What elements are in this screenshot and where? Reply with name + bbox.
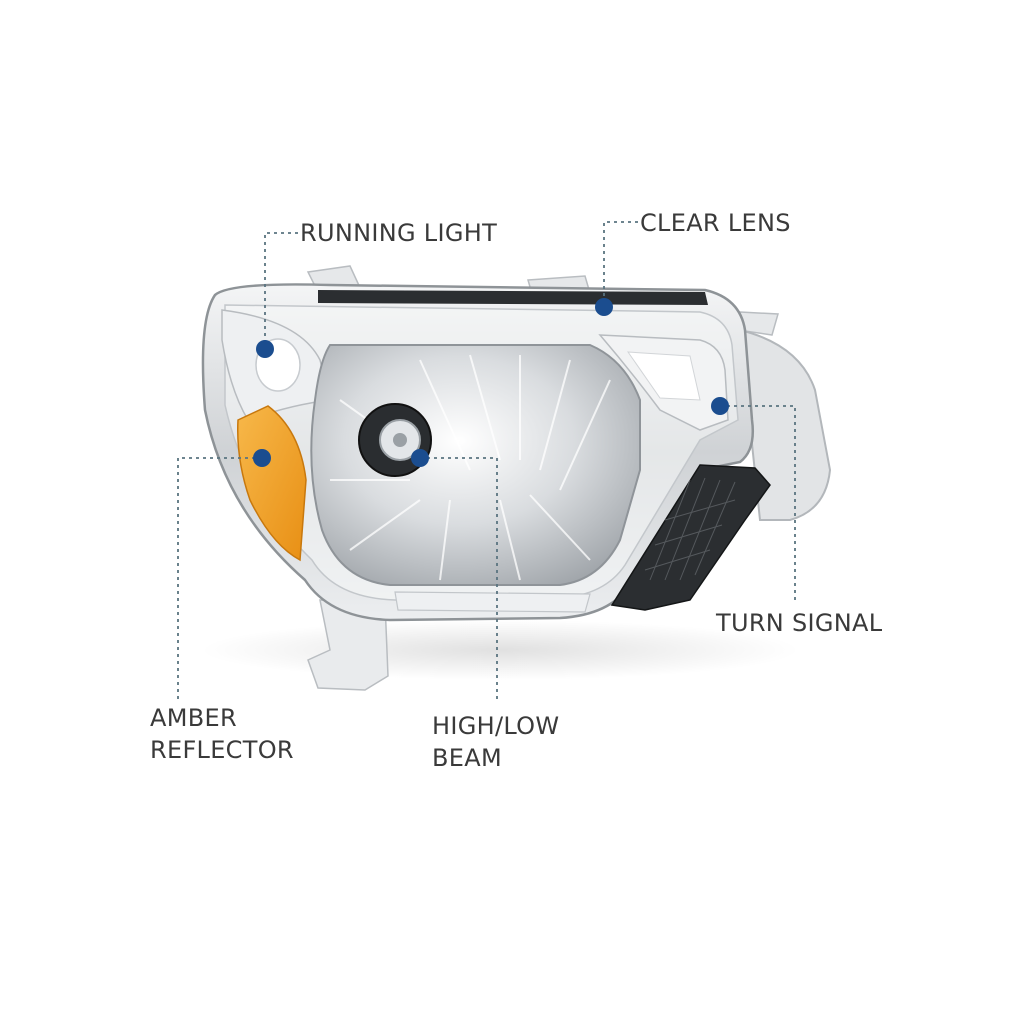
high-low-beam-label-line2: BEAM	[432, 744, 502, 772]
running-light-label: RUNNING LIGHT	[300, 217, 497, 249]
amber-reflector-leader	[177, 457, 262, 700]
floor-shadow	[200, 620, 800, 680]
main-beam-reflector	[310, 344, 641, 586]
amber-reflector-label: AMBER REFLECTOR	[150, 702, 294, 766]
callout-markers	[253, 298, 729, 467]
clear-lens-marker	[595, 298, 613, 316]
leader-lines	[177, 221, 796, 700]
rear-housing	[738, 328, 832, 521]
lower-light-bar	[394, 591, 591, 613]
top-seal-strip	[318, 290, 708, 305]
turn-signal-label: TURN SIGNAL	[716, 607, 882, 639]
high-low-beam-marker	[411, 449, 429, 467]
grille-mesh	[644, 477, 736, 581]
turn-signal-bulb-area	[626, 351, 701, 401]
bulb-tip	[393, 433, 407, 447]
amber-reflector-marker	[253, 449, 271, 467]
clear-lens-label: CLEAR LENS	[640, 207, 791, 239]
amber-reflector-lens	[237, 405, 307, 562]
turn-signal-label-text: TURN SIGNAL	[716, 609, 883, 637]
high-low-beam-leader	[420, 457, 498, 700]
amber-reflector-label-line1: AMBER	[150, 704, 237, 732]
turn-signal-leader	[720, 405, 796, 600]
turn-signal-marker	[711, 397, 729, 415]
running-light-label-text: RUNNING LIGHT	[300, 219, 498, 247]
high-low-beam-label: HIGH/LOW BEAM	[432, 710, 559, 774]
high-low-beam-label-line1: HIGH/LOW	[432, 712, 560, 740]
amber-reflector-label-line2: REFLECTOR	[150, 736, 294, 764]
clear-lens-label-text: CLEAR LENS	[640, 209, 791, 237]
running-light-marker	[256, 340, 274, 358]
